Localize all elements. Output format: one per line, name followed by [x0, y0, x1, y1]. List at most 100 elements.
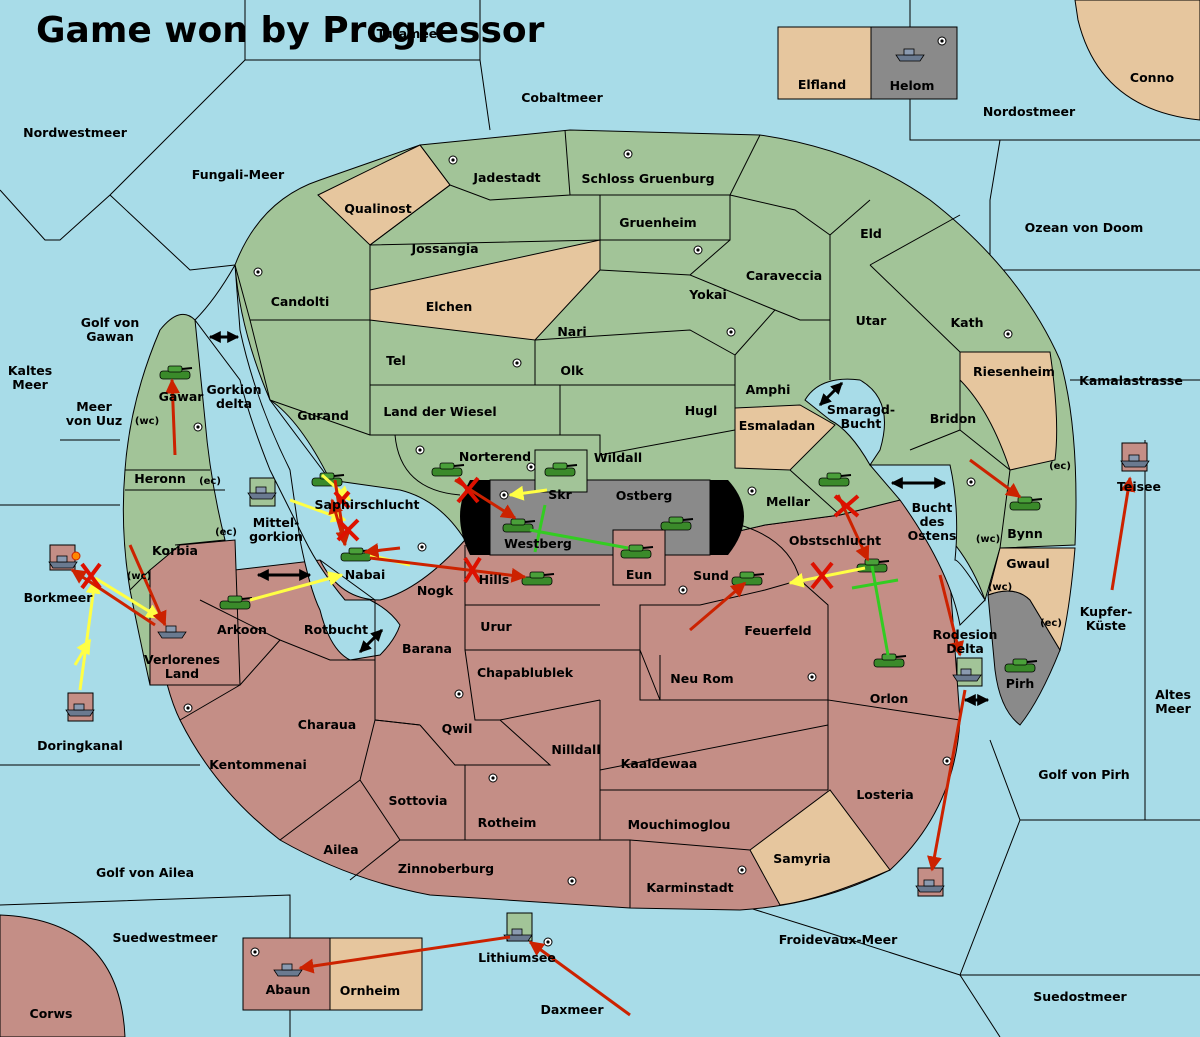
territory-riesenheim[interactable]: [959, 351, 1058, 471]
label-teisee: Teisee: [1117, 479, 1161, 494]
label-daxmeer: Daxmeer: [540, 1002, 604, 1017]
territory-verlorenes-land[interactable]: [149, 539, 241, 686]
label-kath: Kath: [951, 315, 984, 330]
label-golf-von-pirh: Golf von Pirh: [1038, 767, 1129, 782]
label-karminstadt: Karminstadt: [646, 880, 733, 895]
adjacency-arrows: [208, 331, 990, 706]
label-nari: Nari: [557, 324, 586, 339]
label-rotbucht: Rotbucht: [304, 622, 368, 637]
territory-samyria[interactable]: [749, 789, 891, 906]
label-froidevaux-meer: Froidevaux-Meer: [779, 932, 898, 947]
label-elchen: Elchen: [426, 299, 473, 314]
label-gwaul: Gwaul: [1006, 556, 1049, 571]
label-golf-von-gawan-1: Golf von: [81, 315, 140, 330]
label-rodesion-delta-2: Delta: [946, 641, 984, 656]
label-meer-von-uuz-1: Meer: [76, 399, 112, 414]
territory-conno[interactable]: [1074, 0, 1200, 121]
label-borkmeer: Borkmeer: [24, 590, 94, 605]
label-esmaladan: Esmaladan: [739, 418, 815, 433]
label-conno: Conno: [1130, 70, 1175, 85]
label-kupfer-kueste-2: Küste: [1086, 618, 1126, 633]
territory-corws[interactable]: [0, 914, 126, 1037]
failed-order-marks: [80, 476, 860, 590]
label-losteria: Losteria: [856, 787, 913, 802]
land-labels: Elfland Helom Conno Jadestadt Schloss Gr…: [134, 70, 1174, 998]
label-hills: Hills: [479, 572, 510, 587]
label-eld: Eld: [860, 226, 882, 241]
label-meer-von-uuz-2: von Uuz: [66, 413, 122, 428]
label-altes-meer-1: Altes: [1155, 687, 1191, 702]
label-korbia-ec: (ec): [215, 527, 237, 538]
label-charaua: Charaua: [298, 717, 356, 732]
label-mittelgorkion-2: gorkion: [249, 529, 303, 544]
label-ozean-von-doom: Ozean von Doom: [1025, 220, 1144, 235]
label-sund: Sund: [693, 568, 729, 583]
label-urur: Urur: [480, 619, 512, 634]
region-green-north: [234, 129, 1077, 602]
territory-gwaul[interactable]: [987, 547, 1076, 652]
label-sottovia: Sottovia: [389, 793, 448, 808]
label-bynn-ec: (ec): [1049, 461, 1071, 472]
label-wildall: Wildall: [594, 450, 642, 465]
label-caraveccia: Caraveccia: [746, 268, 822, 283]
label-pirh: Pirh: [1006, 676, 1035, 691]
label-neu-rom: Neu Rom: [670, 671, 733, 686]
label-smaragd-bucht-2: Bucht: [841, 416, 882, 431]
label-gurand: Gurand: [297, 408, 349, 423]
label-elfland: Elfland: [798, 77, 846, 92]
label-qualinost: Qualinost: [344, 201, 411, 216]
label-heronn: Heronn: [134, 471, 186, 486]
label-ailea: Ailea: [323, 842, 358, 857]
label-qwil: Qwil: [442, 721, 473, 736]
label-zinnoberburg: Zinnoberburg: [398, 861, 494, 876]
label-riesenheim: Riesenheim: [973, 364, 1055, 379]
label-verlorenes-land-2: Land: [165, 666, 199, 681]
label-corws: Corws: [30, 1006, 73, 1021]
label-gwaul-ec: (ec): [1040, 618, 1062, 629]
label-candolti: Candolti: [271, 294, 330, 309]
sea-labels: Turameer Nordwestmeer Fungali-Meer Cobal…: [8, 26, 1192, 1021]
label-schloss-gruenburg: Schloss Gruenburg: [581, 171, 714, 186]
label-altes-meer-2: Meer: [1155, 701, 1191, 716]
label-doringkanal: Doringkanal: [37, 738, 123, 753]
label-gorkion-delta-2: delta: [216, 396, 252, 411]
label-yokai: Yokai: [688, 287, 727, 302]
label-kaltes-meer-2: Meer: [12, 377, 48, 392]
label-suedostmeer: Suedostmeer: [1033, 989, 1127, 1004]
label-eun: Eun: [626, 567, 652, 582]
label-norterend: Norterend: [459, 449, 531, 464]
label-nordostmeer: Nordostmeer: [983, 104, 1076, 119]
label-lithiumsee: Lithiumsee: [478, 950, 556, 965]
label-saphirschlucht: Saphirschlucht: [315, 497, 420, 512]
label-kupfer-kueste-1: Kupfer-: [1080, 604, 1133, 619]
label-korbia: Korbia: [152, 543, 198, 558]
label-abaun: Abaun: [266, 982, 311, 997]
label-cobaltmeer: Cobaltmeer: [521, 90, 603, 105]
territory-ornheim[interactable]: [329, 937, 423, 1011]
label-amphi: Amphi: [746, 382, 791, 397]
label-utar: Utar: [856, 313, 888, 328]
label-korbia-wc: (wc): [127, 571, 151, 582]
label-bucht-des-ostens-2: des: [920, 514, 945, 529]
label-bucht-des-ostens-3: Ostens: [908, 528, 957, 543]
label-nogk: Nogk: [417, 583, 454, 598]
label-kentommenai: Kentommenai: [209, 757, 307, 772]
label-barana: Barana: [402, 641, 452, 656]
territory-elfland[interactable]: [777, 26, 872, 100]
label-gorkion-delta-1: Gorkion: [206, 382, 261, 397]
ostberg-east-cap: [710, 480, 744, 555]
water-bucht-des-ostens: [868, 464, 986, 627]
label-ostberg: Ostberg: [616, 488, 673, 503]
label-obstschlucht: Obstschlucht: [789, 533, 881, 548]
label-chapablublek: Chapablublek: [477, 665, 574, 680]
label-jadestadt: Jadestadt: [472, 170, 540, 185]
label-mittelgorkion-1: Mittel-: [253, 515, 300, 530]
label-rotheim: Rotheim: [478, 815, 537, 830]
coast-labels: (wc) (ec) (ec) (wc) (ec) (wc) (wc) (ec): [127, 416, 1071, 629]
supply-centers: [183, 36, 1013, 957]
dislodged-marker: [71, 551, 81, 561]
label-gawar-wc: (wc): [135, 416, 159, 427]
label-nordwestmeer: Nordwestmeer: [23, 125, 128, 140]
label-golf-von-ailea: Golf von Ailea: [96, 865, 194, 880]
